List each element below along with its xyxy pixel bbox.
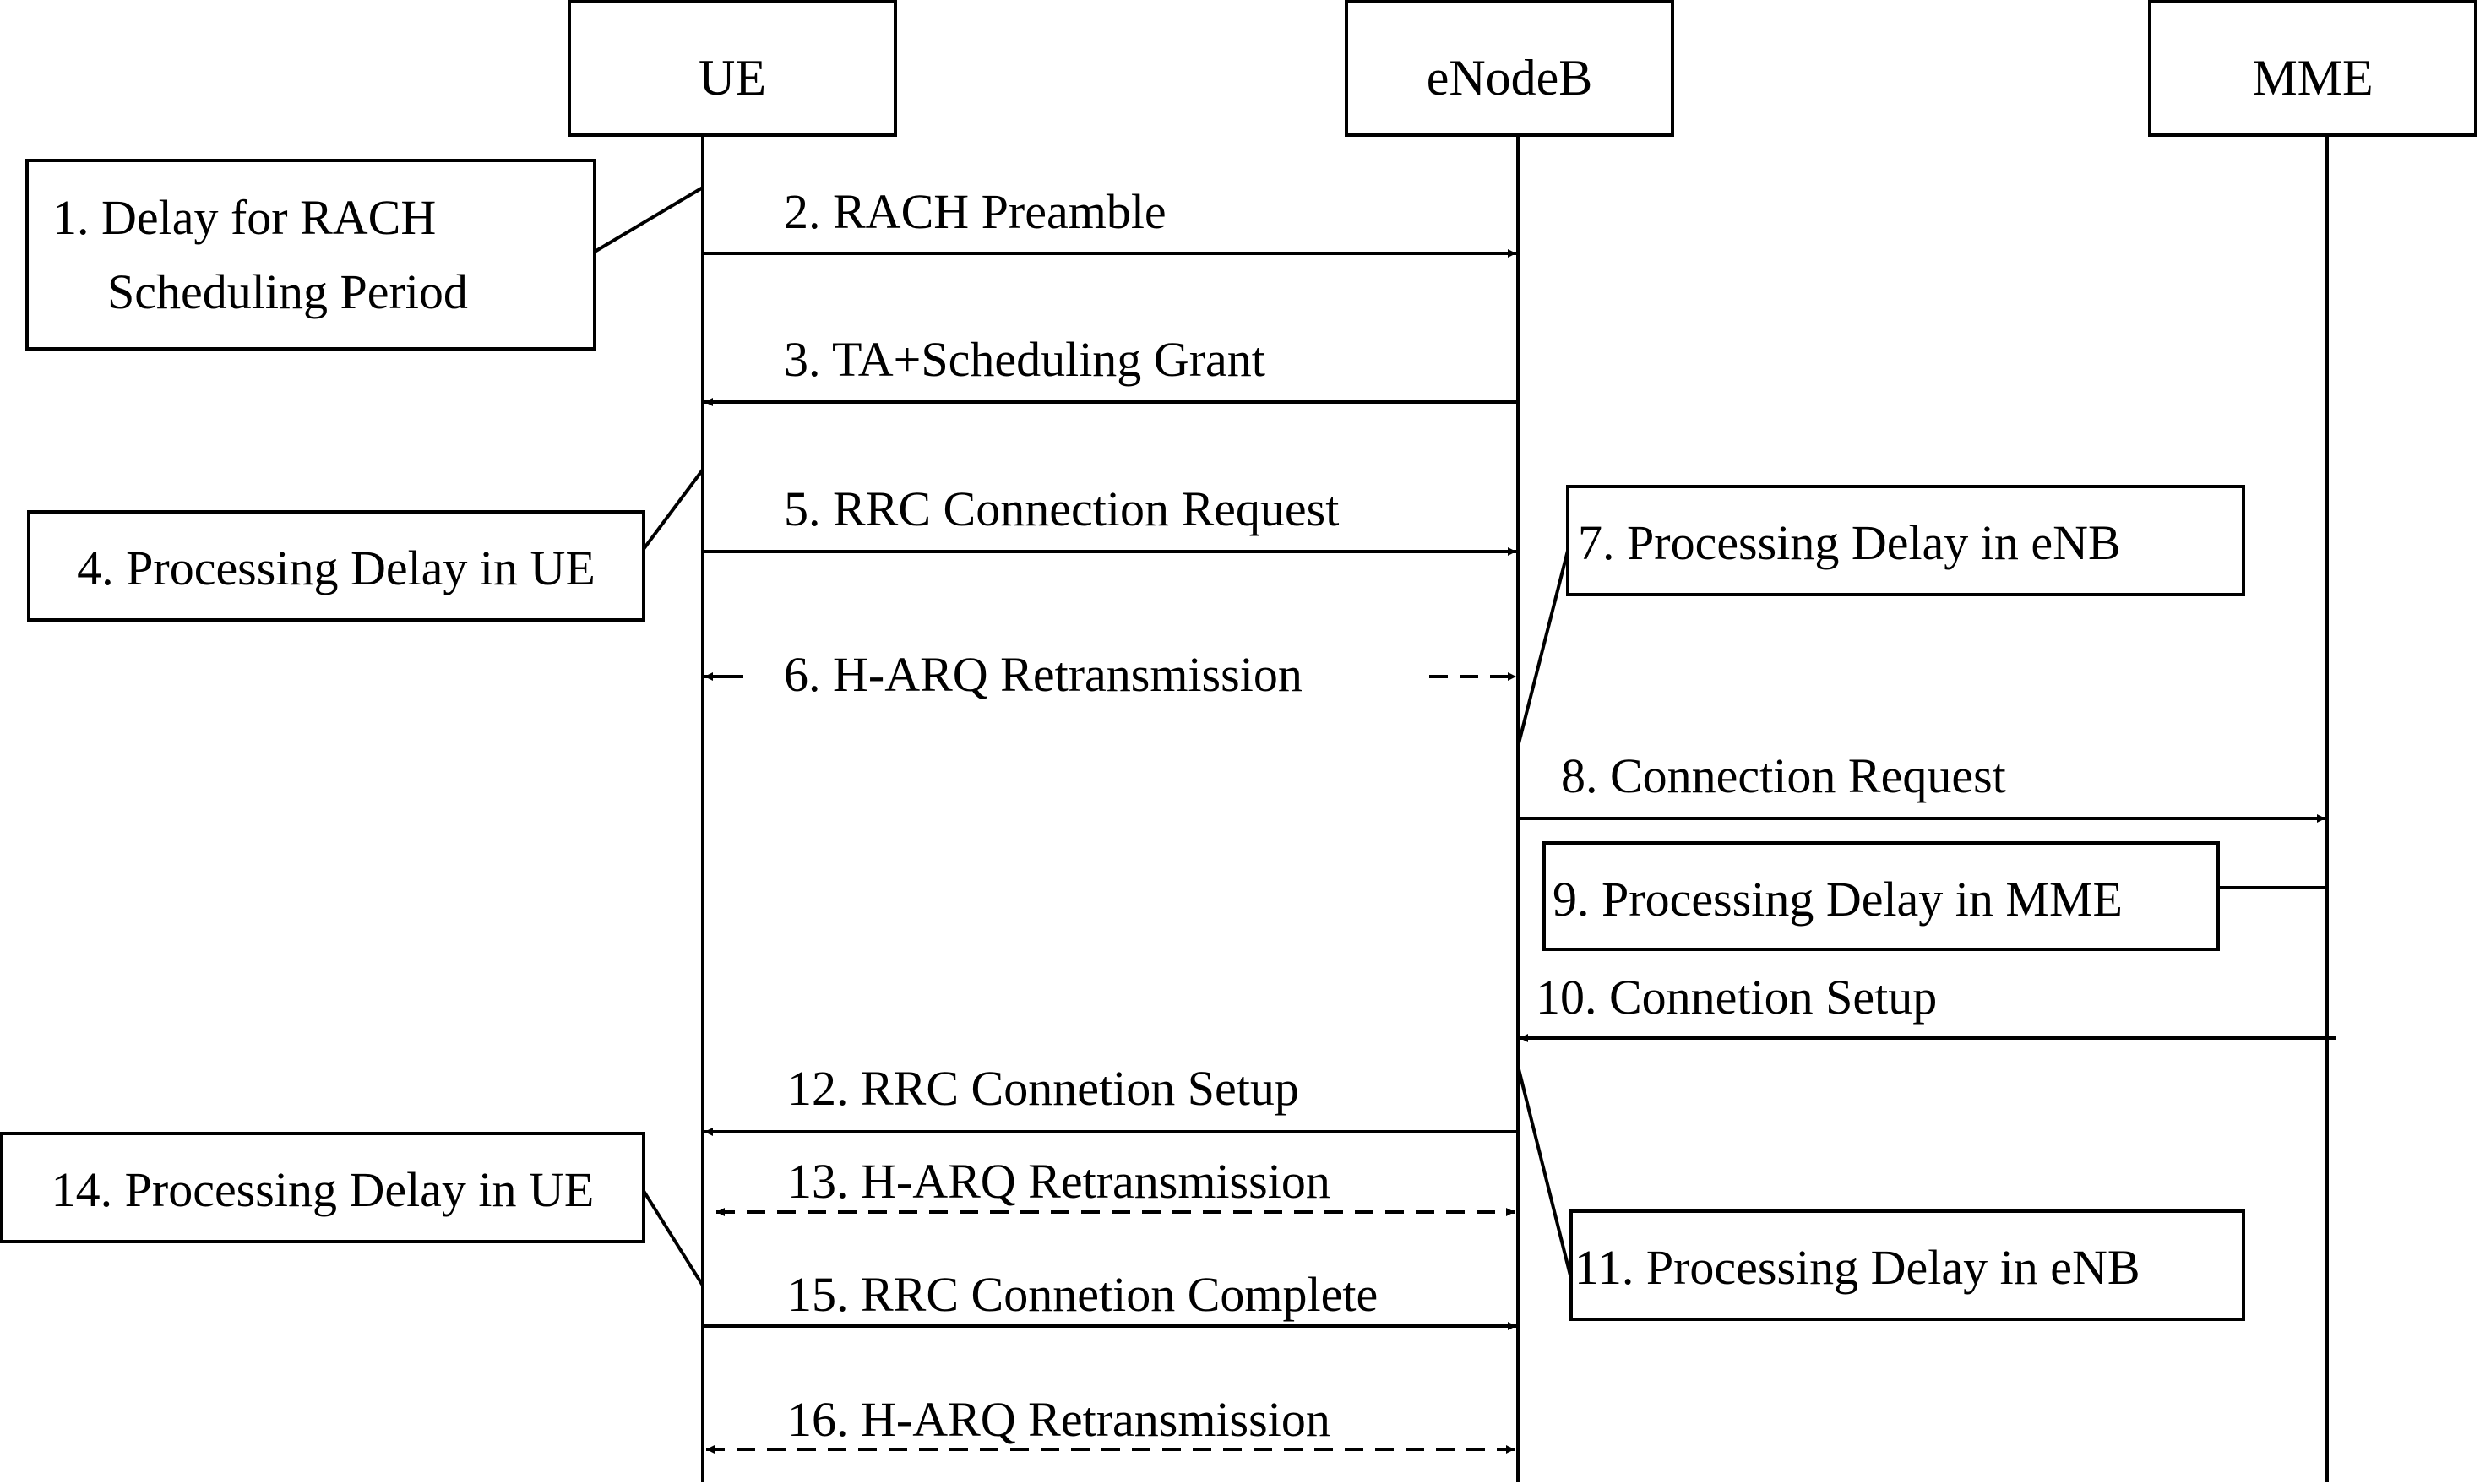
note-delay-rach: 1. Delay for RACH Scheduling Period (25, 159, 704, 351)
note-label: 9. Processing Delay in MME (1553, 872, 2123, 927)
message-connection-request: 8. Connection Request (1518, 748, 2325, 823)
note-connector (642, 468, 704, 551)
message-label: 8. Connection Request (1561, 748, 2006, 803)
note-connector (1516, 550, 1569, 747)
entity-enodeb-label: eNodeB (1427, 50, 1593, 106)
message-rach-preamble: 2. RACH Preamble (703, 184, 1516, 258)
message-label: 2. RACH Preamble (784, 184, 1167, 239)
message-rrc-connetion-complete: 15. RRC Connetion Complete (703, 1267, 1516, 1330)
entity-ue: UE (568, 0, 897, 137)
note-connector (593, 186, 704, 253)
note-label: 4. Processing Delay in UE (77, 541, 596, 595)
message-label: 5. RRC Connection Request (784, 481, 1339, 536)
note-label: 11. Processing Delay in eNB (1574, 1240, 2140, 1295)
note-processing-delay-mme: 9. Processing Delay in MME (1542, 841, 2327, 951)
message-rrc-connetion-setup: 12. RRC Connetion Setup (704, 1061, 1518, 1136)
entity-mme-label: MME (2252, 50, 2373, 106)
message-label: 10. Connetion Setup (1536, 970, 1937, 1025)
message-label: 6. H-ARQ Retransmission (784, 647, 1303, 702)
message-label: 15. RRC Connetion Complete (787, 1267, 1378, 1322)
note-connector (642, 1189, 704, 1287)
message-label: 3. TA+Scheduling Grant (784, 332, 1265, 387)
message-harq-retransmission-3: 16. H-ARQ Retransmission (706, 1392, 1515, 1454)
message-rrc-connection-request: 5. RRC Connection Request (703, 481, 1516, 556)
message-connetion-setup: 10. Connetion Setup (1520, 970, 2336, 1042)
entity-mme: MME (2148, 0, 2477, 137)
message-ta-scheduling-grant: 3. TA+Scheduling Grant (704, 332, 1518, 406)
message-label: 16. H-ARQ Retransmission (787, 1392, 1330, 1447)
message-harq-retransmission-1: 6. H-ARQ Retransmission (704, 647, 1516, 702)
message-label: 13. H-ARQ Retransmission (787, 1154, 1330, 1209)
note-delay-rach-line1: 1. Delay for RACH (52, 190, 436, 245)
note-processing-delay-enb-1: 7. Processing Delay in eNB (1516, 485, 2245, 747)
note-connector (1516, 1065, 1573, 1280)
note-processing-delay-enb-2: 11. Processing Delay in eNB (1516, 1065, 2245, 1321)
entity-enodeb: eNodeB (1345, 0, 1674, 137)
note-label: 14. Processing Delay in UE (52, 1162, 595, 1217)
entity-ue-label: UE (699, 50, 766, 106)
note-label: 7. Processing Delay in eNB (1578, 515, 2121, 570)
message-label: 12. RRC Connetion Setup (787, 1061, 1299, 1116)
note-processing-delay-ue-2: 14. Processing Delay in UE (0, 1132, 704, 1287)
note-delay-rach-line2: Scheduling Period (107, 264, 468, 319)
message-harq-retransmission-2: 13. H-ARQ Retransmission (716, 1154, 1515, 1216)
note-processing-delay-ue-1: 4. Processing Delay in UE (27, 468, 704, 622)
